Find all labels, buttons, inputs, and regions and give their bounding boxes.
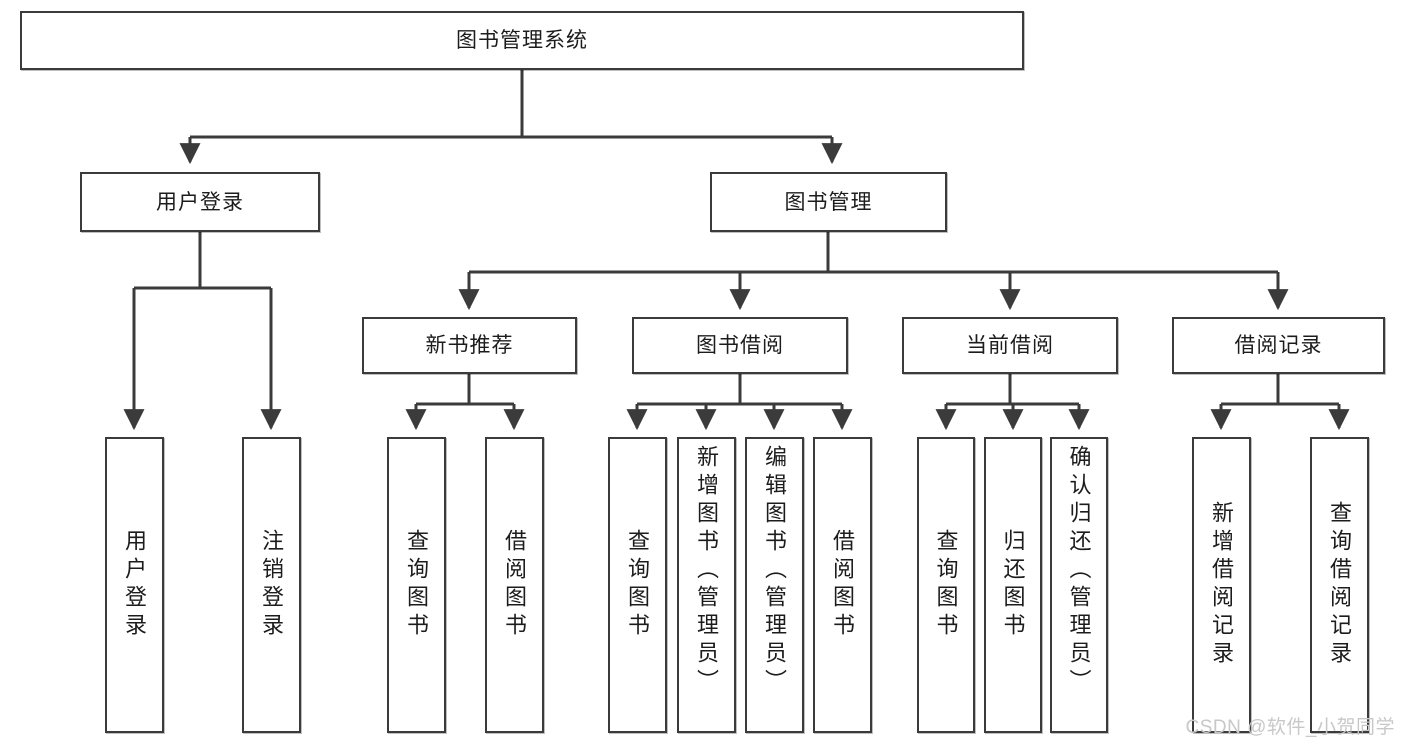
leaf-user-login-label: 用户登录 bbox=[122, 529, 148, 641]
leaf-logout-label: 注销登录 bbox=[259, 529, 285, 641]
leaf-return-book-label: 归还图书 bbox=[1000, 529, 1026, 641]
leaf-return-book[interactable]: 归还图书 bbox=[984, 437, 1042, 733]
leaf-add-borrow-record-label: 新增借阅记录 bbox=[1209, 501, 1235, 669]
leaf-edit-book-admin[interactable]: 编辑图书（管理员） bbox=[745, 437, 804, 733]
leaf-edit-book-admin-label: 编辑图书（管理员） bbox=[762, 445, 788, 697]
node-book-management[interactable]: 图书管理 bbox=[710, 172, 947, 232]
node-new-book-recommend-label: 新书推荐 bbox=[425, 334, 514, 357]
leaf-query-book-borrow-label: 查询图书 bbox=[625, 529, 651, 641]
leaf-query-book-borrow[interactable]: 查询图书 bbox=[608, 437, 667, 733]
leaf-borrow-book-label: 借阅图书 bbox=[830, 529, 856, 641]
leaf-borrow-book[interactable]: 借阅图书 bbox=[813, 437, 872, 733]
leaf-query-book-current[interactable]: 查询图书 bbox=[917, 437, 975, 733]
leaf-add-borrow-record[interactable]: 新增借阅记录 bbox=[1192, 437, 1251, 733]
leaf-query-borrow-record[interactable]: 查询借阅记录 bbox=[1310, 437, 1369, 733]
leaf-confirm-return-admin[interactable]: 确认归还（管理员） bbox=[1050, 437, 1108, 733]
node-book-management-label: 图书管理 bbox=[784, 190, 873, 214]
node-borrow-record-label: 借阅记录 bbox=[1234, 334, 1323, 357]
node-user-login-label: 用户登录 bbox=[156, 190, 244, 214]
node-book-borrow-label: 图书借阅 bbox=[696, 334, 784, 357]
node-user-login[interactable]: 用户登录 bbox=[80, 172, 320, 232]
leaf-query-book-recommend[interactable]: 查询图书 bbox=[387, 437, 446, 733]
leaf-add-book-admin[interactable]: 新增图书（管理员） bbox=[677, 437, 736, 733]
node-current-borrow[interactable]: 当前借阅 bbox=[902, 317, 1118, 374]
leaf-add-book-admin-label: 新增图书（管理员） bbox=[694, 445, 720, 697]
leaf-borrow-book-recommend-label: 借阅图书 bbox=[502, 529, 528, 641]
watermark-text: CSDN @软件_小贺同学 bbox=[1185, 717, 1395, 738]
leaf-query-book-current-label: 查询图书 bbox=[933, 529, 959, 641]
node-current-borrow-label: 当前借阅 bbox=[966, 334, 1054, 357]
leaf-logout[interactable]: 注销登录 bbox=[242, 437, 301, 733]
node-root[interactable]: 图书管理系统 bbox=[20, 11, 1024, 70]
leaf-user-login[interactable]: 用户登录 bbox=[105, 437, 164, 733]
node-new-book-recommend[interactable]: 新书推荐 bbox=[362, 317, 577, 374]
node-book-borrow[interactable]: 图书借阅 bbox=[632, 317, 848, 374]
node-borrow-record[interactable]: 借阅记录 bbox=[1172, 317, 1385, 374]
leaf-confirm-return-admin-label: 确认归还（管理员） bbox=[1066, 445, 1092, 697]
leaf-borrow-book-recommend[interactable]: 借阅图书 bbox=[485, 437, 544, 733]
leaf-query-borrow-record-label: 查询借阅记录 bbox=[1327, 501, 1353, 669]
node-root-label: 图书管理系统 bbox=[456, 29, 588, 52]
leaf-query-book-recommend-label: 查询图书 bbox=[404, 529, 430, 641]
